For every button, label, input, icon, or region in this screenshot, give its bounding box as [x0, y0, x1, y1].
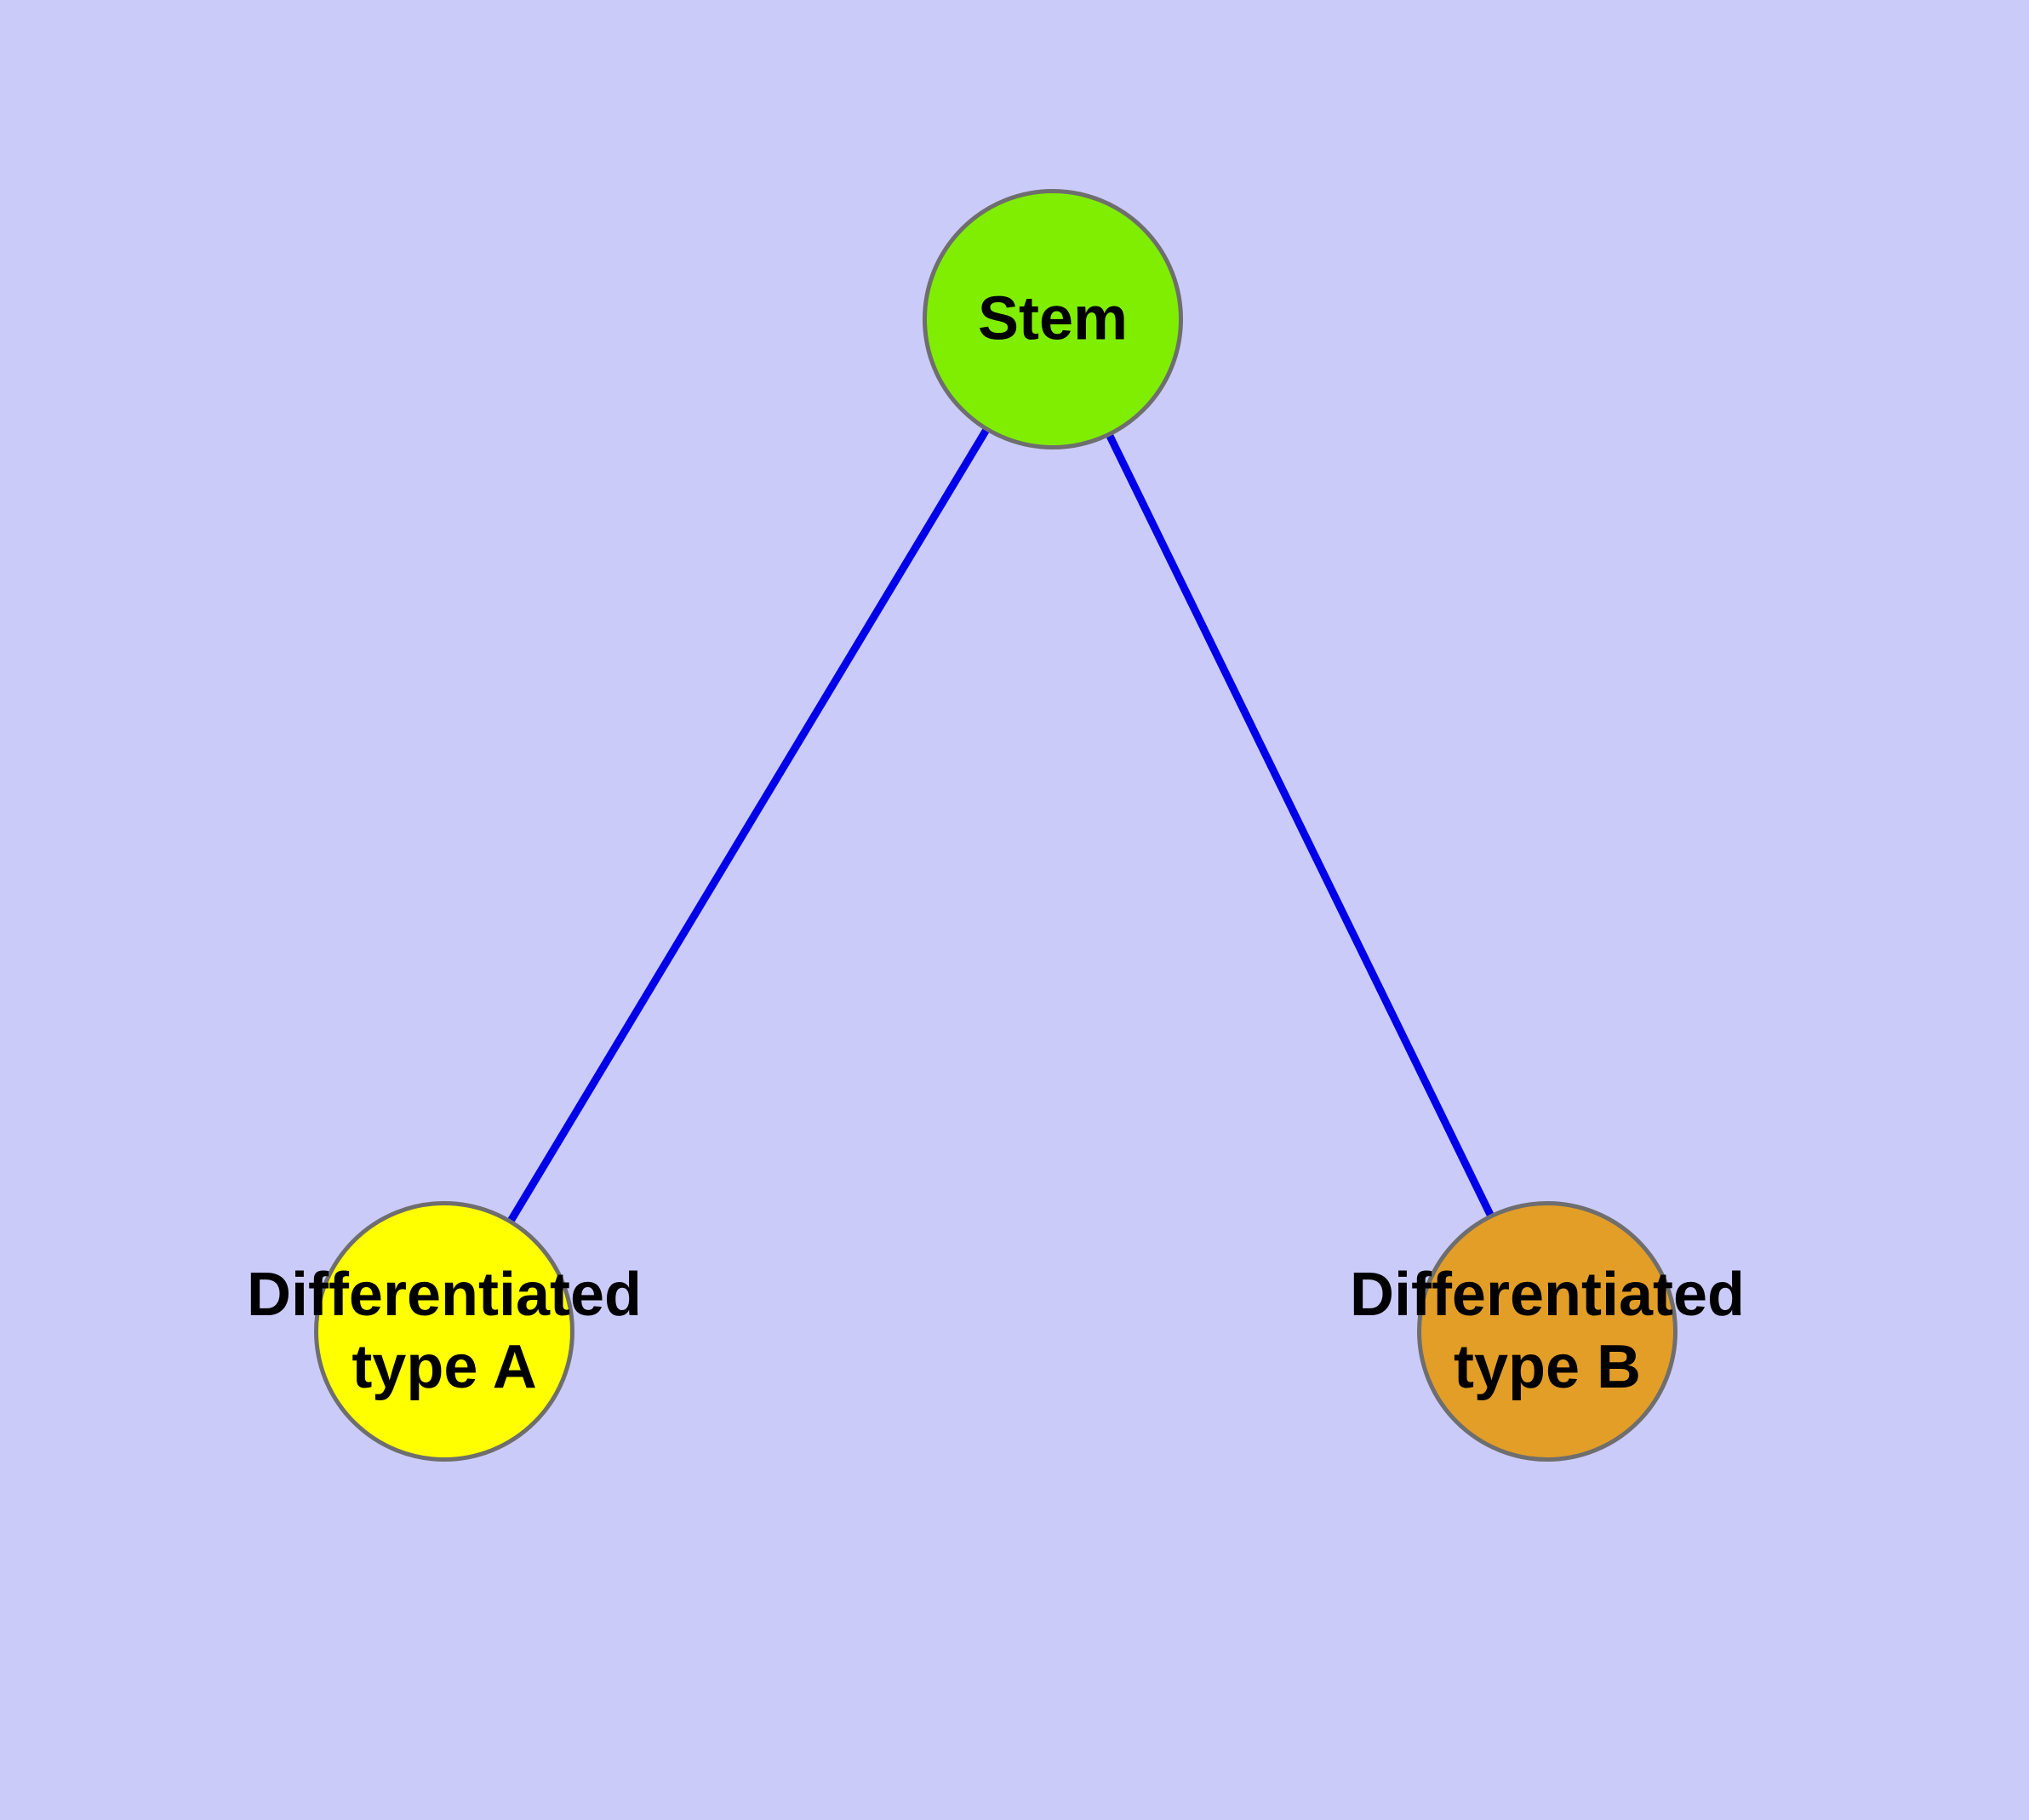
edge-stem-diff-a[interactable] — [441, 317, 1056, 1334]
edge-stem-diff-b[interactable] — [1049, 318, 1552, 1333]
node-diff_a[interactable]: Differentiated type A — [247, 1201, 642, 1462]
node-label-stem: Stem — [977, 284, 1129, 353]
node-diff_b[interactable]: Differentiated type B — [1350, 1201, 1745, 1462]
node-stem[interactable]: Stem — [923, 189, 1183, 449]
